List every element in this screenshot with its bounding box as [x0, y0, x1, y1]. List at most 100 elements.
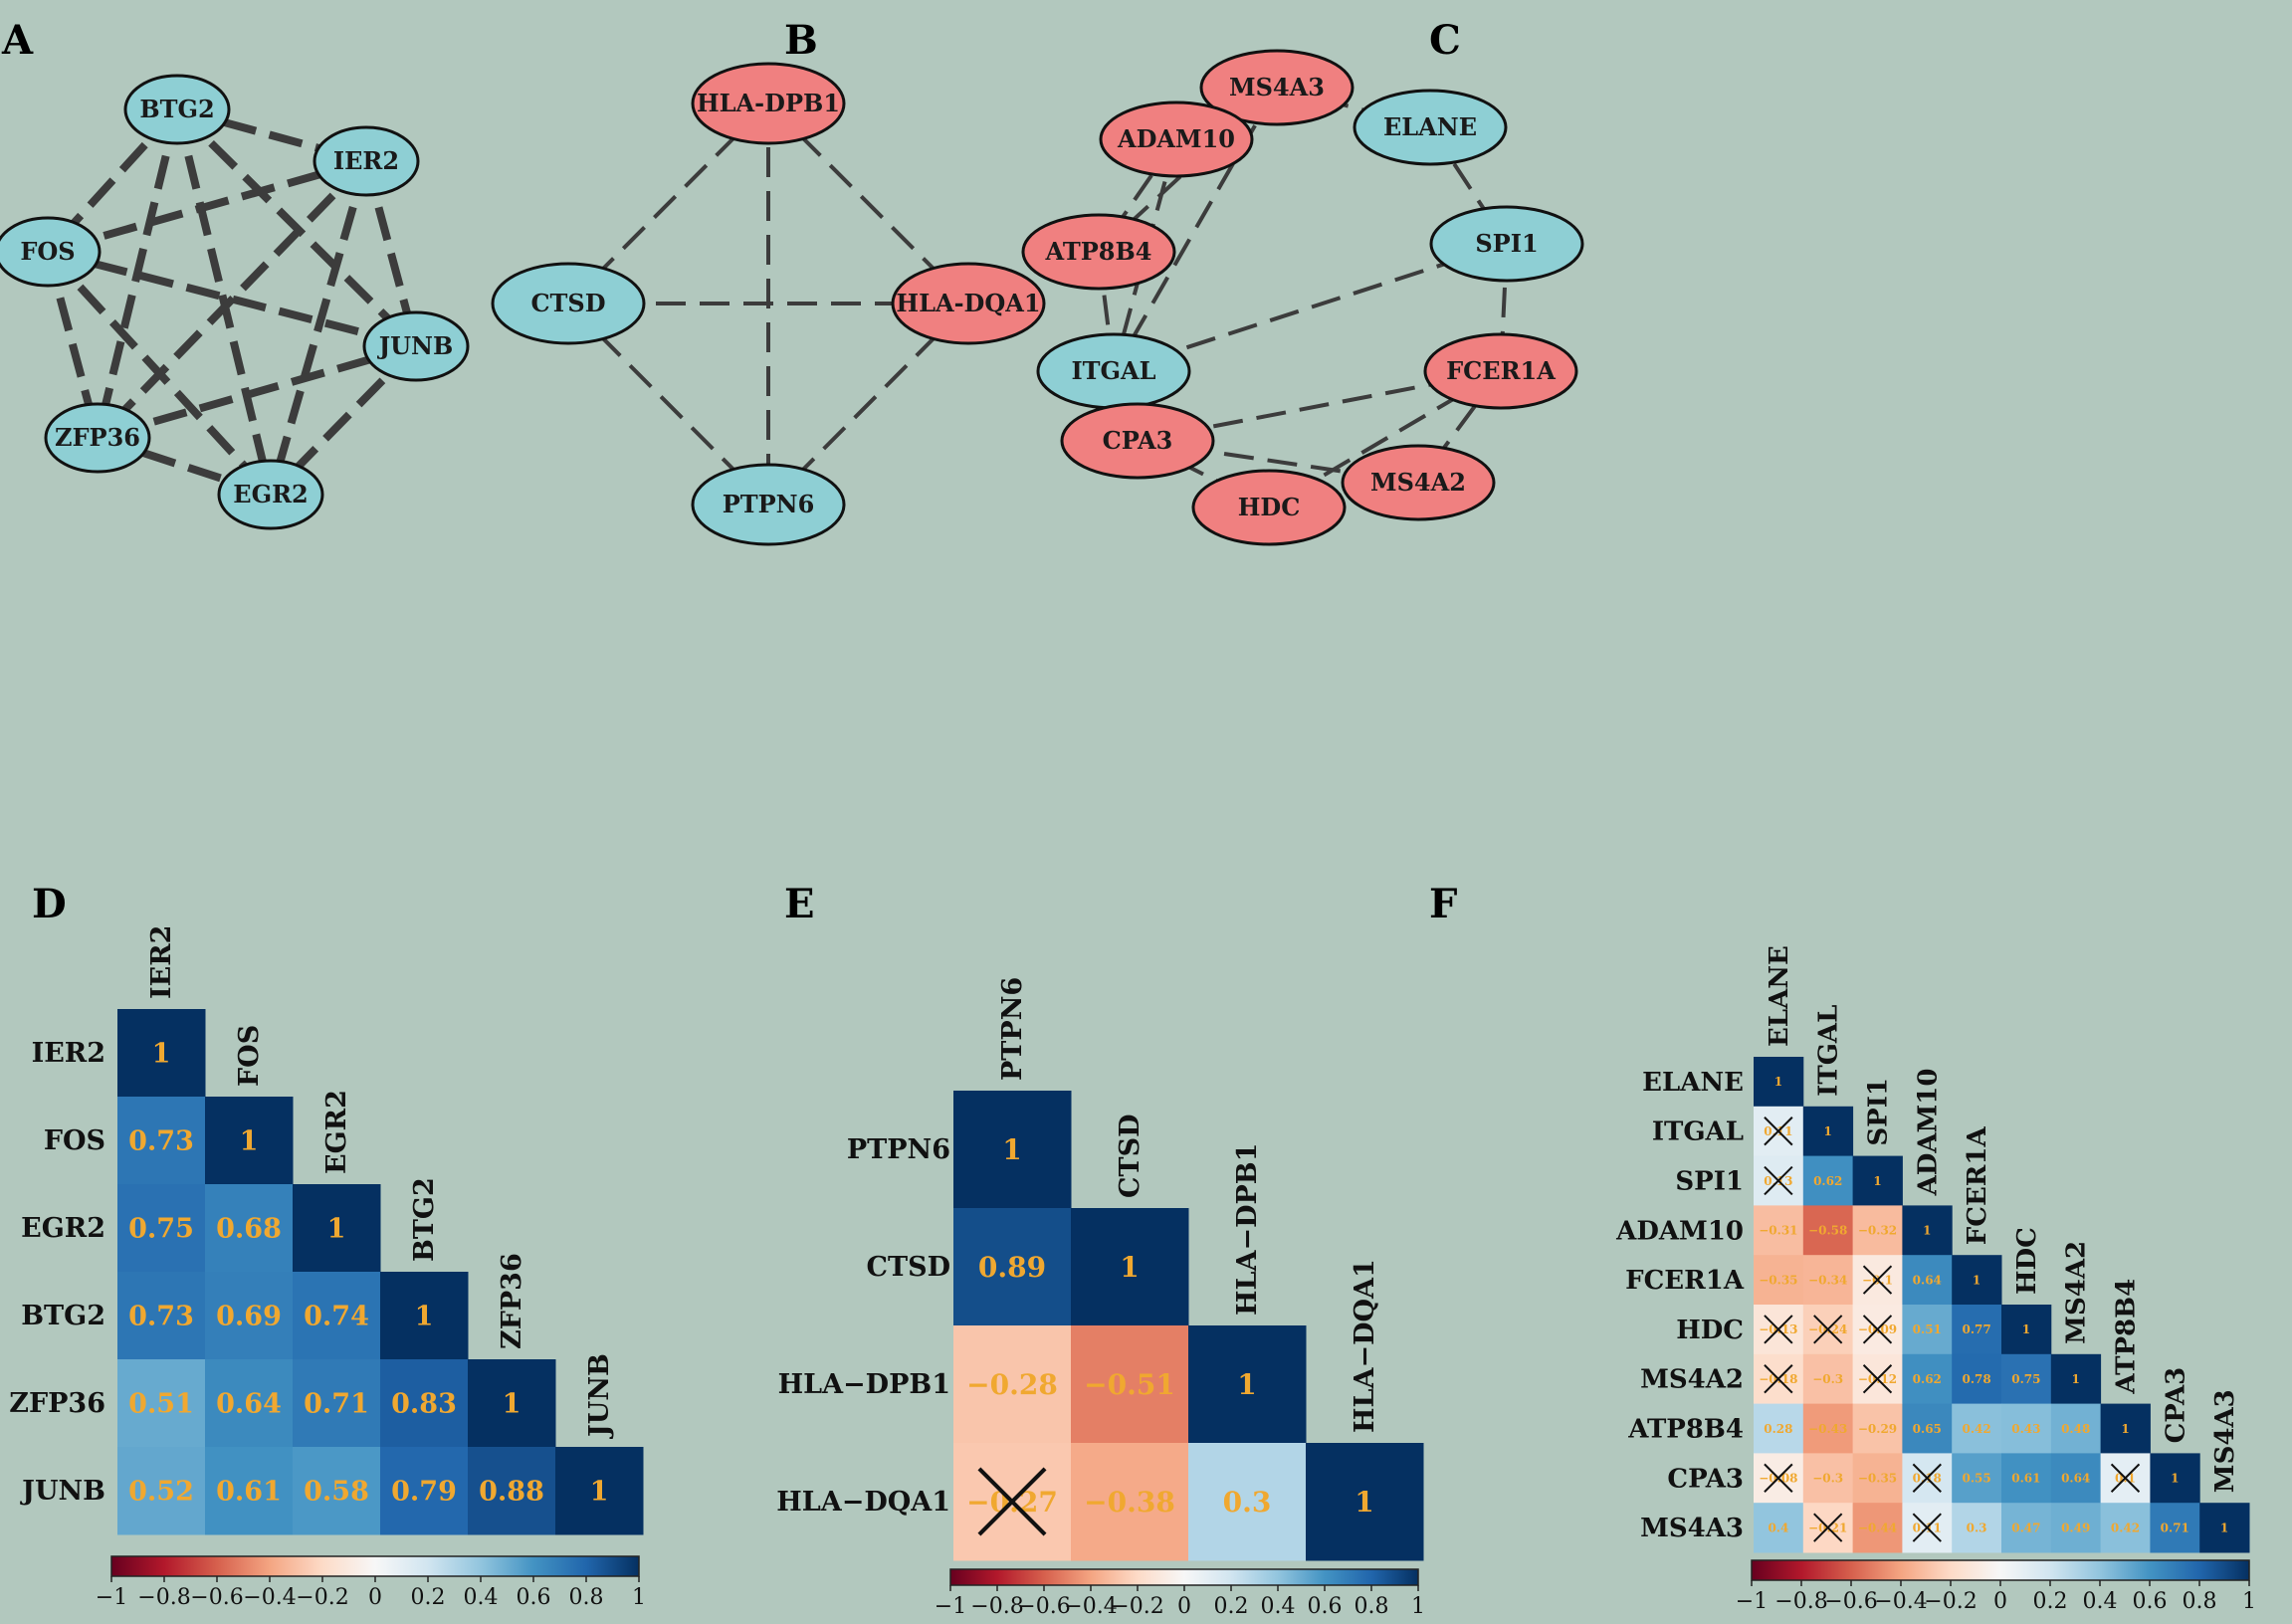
col-label-itgal: ITGAL	[1814, 1005, 1844, 1097]
edge-adam10-itgal	[1112, 138, 1178, 372]
cell-itgal-itgal	[1802, 1106, 1854, 1157]
edge-btg2-zfp36	[94, 108, 181, 439]
col-label-egr2: EGR2	[321, 1090, 352, 1174]
col-label-elane: ELANE	[1765, 945, 1794, 1047]
colorbar-tick-label: 0.6	[517, 1585, 551, 1610]
edge-fos-egr2	[45, 249, 274, 498]
node-ier2	[313, 125, 420, 197]
cell-cpa3-fcer1a	[1952, 1453, 2002, 1504]
cell-cpa3-hdc	[2001, 1453, 2052, 1504]
cell-ms4a3-elane	[1754, 1503, 1804, 1553]
cell-zfp36-fos	[205, 1359, 294, 1448]
cell-ms4a2-ms4a2	[2050, 1353, 2102, 1405]
colorbar-tick-label: 0.4	[2083, 1589, 2118, 1614]
row-label-ctsd: CTSD	[867, 1252, 951, 1283]
cell-value-ms4a3-atp8b4: 0.42	[2111, 1521, 2140, 1534]
cell-value-atp8b4-atp8b4: 1	[2121, 1422, 2129, 1436]
node-adam10	[1099, 101, 1254, 178]
cell-cpa3-cpa3	[2150, 1453, 2200, 1504]
cell-value-atp8b4-adam10: 0.65	[1913, 1422, 1942, 1436]
cell-value-hdc-hdc: 1	[2022, 1322, 2030, 1336]
cell-junb-zfp36	[468, 1447, 556, 1535]
node-label-elane: ELANE	[1383, 112, 1477, 141]
node-cpa3	[1060, 402, 1215, 480]
cell-value-atp8b4-itgal: −0.43	[1808, 1422, 1847, 1436]
cell-value-adam10-adam10: 1	[1923, 1224, 1931, 1238]
colorbar-tick-label: 0.8	[1354, 1594, 1389, 1619]
cell-value-ms4a3-cpa3: 0.71	[2161, 1521, 2189, 1534]
cell-value-zfp36-zfp36: 1	[503, 1389, 521, 1420]
cell-value-btg2-fos: 0.69	[216, 1302, 282, 1332]
cell-fcer1a-elane	[1754, 1255, 1804, 1306]
cell-value-ms4a3-elane: 0.4	[1768, 1521, 1788, 1534]
insignificant-mark	[1764, 1165, 1793, 1196]
insignificant-mark	[1764, 1364, 1793, 1394]
cell-value-junb-zfp36: 0.88	[479, 1477, 544, 1508]
colorbar-tick-label: 0.2	[411, 1585, 446, 1610]
colorbar-tick-label: 0.8	[2183, 1589, 2217, 1614]
cell-ms4a3-hdc	[2001, 1503, 2052, 1553]
col-label-junb: JUNB	[584, 1353, 615, 1439]
node-atp8b4	[1021, 213, 1176, 291]
cell-value-fos-ier2: 0.73	[128, 1126, 194, 1157]
col-label-hla-dpb1: HLA−DPB1	[1232, 1143, 1263, 1316]
cell-value-hla-dpb1-ctsd: −0.51	[1084, 1368, 1175, 1401]
cell-value-fcer1a-fcer1a: 1	[1973, 1273, 1980, 1287]
colorbar-tick-label: 0.6	[1308, 1594, 1343, 1619]
colorbar-tick-label: 0	[368, 1585, 382, 1610]
cell-fcer1a-adam10	[1902, 1255, 1953, 1306]
cell-value-ms4a3-hdc: 0.47	[2011, 1521, 2040, 1534]
cell-value-hdc-fcer1a: 0.77	[1962, 1322, 1990, 1336]
cell-hla-dpb1-ctsd	[1071, 1325, 1189, 1444]
colorbar-tick-label: 0.4	[464, 1585, 499, 1610]
insignificant-mark	[1862, 1364, 1893, 1394]
cell-value-ptpn6-ptpn6: 1	[1002, 1133, 1021, 1166]
row-label-fcer1a: FCER1A	[1625, 1266, 1745, 1296]
cell-value-btg2-egr2: 0.74	[304, 1302, 369, 1332]
node-hla-dpb1	[691, 62, 846, 145]
col-label-zfp36: ZFP36	[497, 1253, 527, 1349]
cell-value-ms4a3-fcer1a: 0.3	[1967, 1521, 1987, 1534]
edge-spi1-itgal	[1113, 242, 1508, 373]
insignificant-mark	[1764, 1315, 1793, 1344]
col-label-ms4a2: MS4A2	[2062, 1241, 2092, 1344]
edge-ier2-egr2	[267, 159, 370, 497]
colorbar-tick-label: 0	[1993, 1589, 2007, 1614]
insignificant-mark	[1813, 1315, 1843, 1344]
cell-fos-fos	[205, 1097, 294, 1185]
colorbar-tick-label: 0.6	[2133, 1589, 2168, 1614]
colorbar-tick-label: −0.4	[243, 1585, 296, 1610]
node-label-ptpn6: PTPN6	[723, 490, 815, 518]
cell-ms4a2-itgal	[1802, 1353, 1854, 1405]
cell-atp8b4-fcer1a	[1952, 1403, 2002, 1454]
cell-ms4a3-ms4a2	[2050, 1503, 2102, 1553]
col-label-atp8b4: ATP8B4	[2112, 1279, 2142, 1395]
cell-egr2-fos	[205, 1184, 294, 1273]
node-label-atp8b4: ATP8B4	[1045, 237, 1152, 266]
cell-value-ms4a2-hdc: 0.75	[2011, 1372, 2040, 1386]
node-junb	[362, 310, 470, 382]
cell-atp8b4-atp8b4	[2100, 1403, 2151, 1454]
cell-adam10-adam10	[1902, 1205, 1953, 1256]
node-spi1	[1429, 205, 1584, 283]
node-zfp36	[44, 402, 151, 474]
cell-junb-fos	[205, 1447, 294, 1535]
cell-zfp36-egr2	[293, 1359, 381, 1448]
cell-ms4a2-adam10	[1902, 1353, 1953, 1405]
colorbar-tick-label: −0.4	[1064, 1594, 1117, 1619]
cell-value-hla-dqa1-ctsd: −0.38	[1084, 1486, 1175, 1519]
node-ptpn6	[691, 463, 846, 546]
cell-value-ctsd-ptpn6: 0.89	[978, 1251, 1046, 1284]
cell-ms4a2-fcer1a	[1952, 1353, 2002, 1405]
cell-atp8b4-hdc	[2001, 1403, 2052, 1454]
node-btg2	[123, 74, 231, 145]
col-label-fcer1a: FCER1A	[1963, 1126, 1992, 1246]
row-label-hla-dpb1: HLA−DPB1	[778, 1369, 950, 1400]
cell-cpa3-ms4a2	[2050, 1453, 2102, 1504]
colorbar-tick-label: −0.8	[137, 1585, 190, 1610]
node-label-btg2: BTG2	[139, 95, 214, 123]
colorbar-tick-label: −0.4	[1874, 1589, 1927, 1614]
row-label-fos: FOS	[44, 1125, 105, 1156]
